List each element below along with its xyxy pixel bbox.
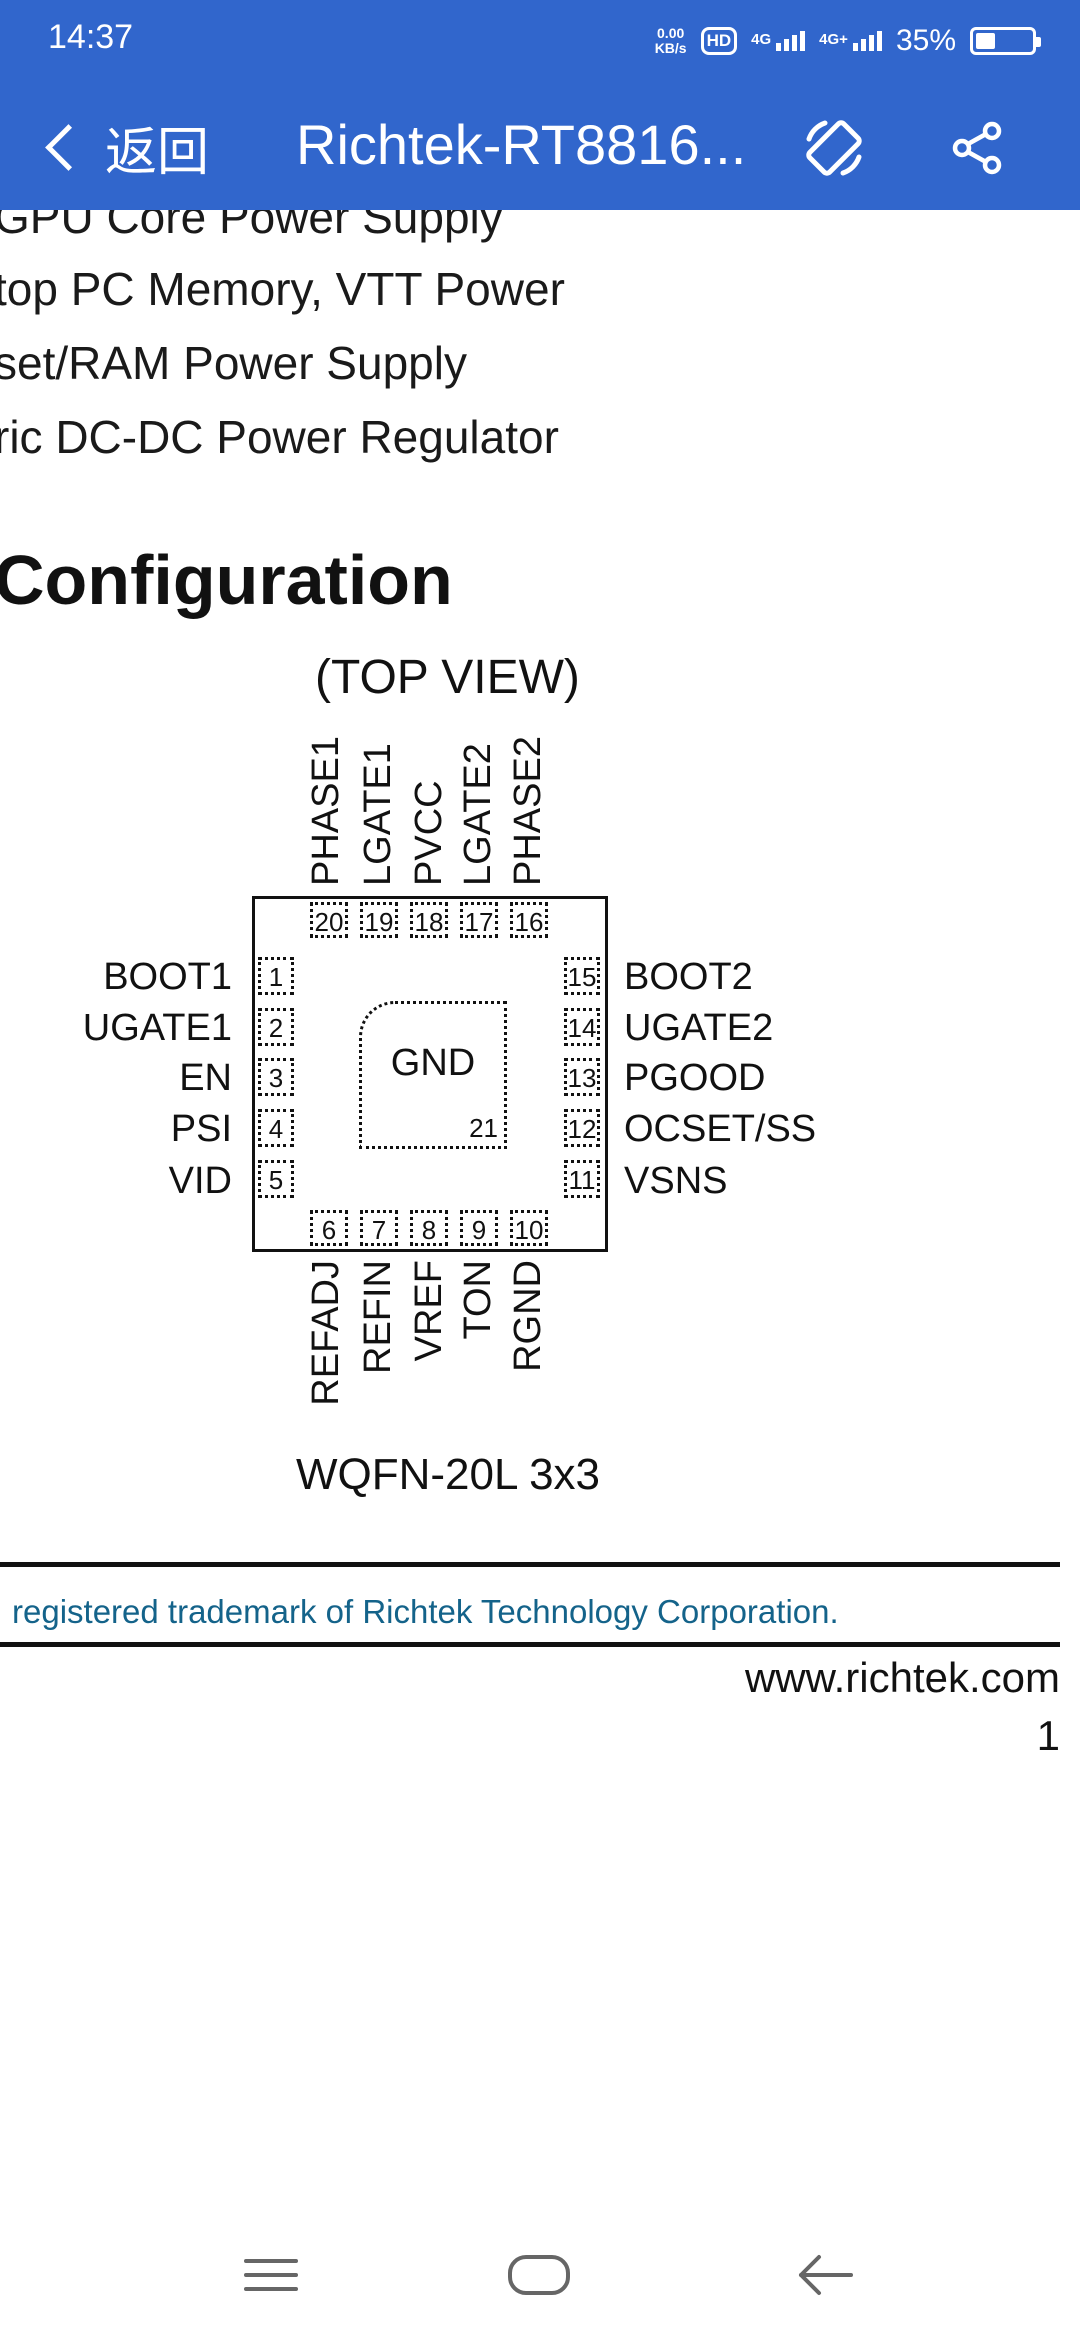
- pin-label-right: UGATE2: [624, 1007, 774, 1049]
- menu-icon: [244, 2259, 298, 2291]
- pin-label-bottom: VREF: [408, 1260, 450, 1362]
- system-back-button[interactable]: [780, 2240, 870, 2310]
- pin-label-right: VSNS: [624, 1160, 728, 1202]
- pin-label-bottom: REFADJ: [305, 1260, 347, 1406]
- back-button[interactable]: 返回: [38, 114, 209, 182]
- application-line: GPU Core Power Supply: [0, 210, 503, 243]
- screen-rotation-button[interactable]: [800, 114, 868, 182]
- battery-icon: [970, 27, 1041, 55]
- home-icon: [508, 2255, 570, 2295]
- signal-label-sim2: 4G+: [819, 31, 848, 48]
- screen-rotation-icon: [806, 120, 862, 176]
- network-speed-unit: KB/s: [654, 40, 687, 56]
- pin-pad: 3: [258, 1058, 294, 1096]
- top-view-label: (TOP VIEW): [315, 651, 580, 704]
- application-line: ric DC-DC Power Regulator: [0, 411, 559, 463]
- network-speed-value: 0.00: [657, 25, 685, 41]
- pin-label-left: EN: [179, 1057, 232, 1099]
- recent-apps-button[interactable]: [226, 2240, 316, 2310]
- gnd-pin-number: 21: [469, 1113, 498, 1143]
- home-button[interactable]: [494, 2240, 584, 2310]
- pin-pad: 16: [510, 902, 548, 938]
- document-title: Richtek-RT8816...: [296, 113, 747, 176]
- signal-icon-sim2: 4G+: [819, 31, 882, 51]
- status-icons: 0.00 KB/s HD 4G 4G+ 35%: [655, 18, 1041, 64]
- section-title: Configuration: [0, 541, 453, 619]
- app-bar: 返回 Richtek-RT8816...: [0, 84, 1080, 210]
- pin-pad: 17: [460, 902, 498, 938]
- pin-label-right: BOOT2: [624, 956, 753, 998]
- status-time: 14:37: [48, 18, 134, 56]
- share-icon: [952, 121, 1002, 175]
- pin-label-left: BOOT1: [103, 956, 232, 998]
- pin-pad: 9: [460, 1210, 498, 1246]
- pin-pad: 13: [564, 1058, 600, 1096]
- back-arrow-icon: [799, 2255, 853, 2295]
- signal-label-sim1: 4G: [751, 31, 772, 48]
- pin-label-bottom: TON: [457, 1260, 499, 1340]
- pin-label-left: VID: [168, 1160, 232, 1202]
- chevron-left-icon: [45, 123, 92, 171]
- hd-voice-icon: HD: [700, 27, 738, 55]
- chip-package-outline: 20 19 18 17 16 1 2 3 4 5 15 14 13 12 11 …: [252, 896, 608, 1252]
- signal-icon-sim1: 4G: [751, 31, 806, 51]
- pin-label-top: PHASE2: [507, 736, 549, 886]
- divider-rule: [0, 1562, 1060, 1567]
- pin-label-right: PGOOD: [624, 1057, 766, 1099]
- pin-label-top: PHASE1: [305, 736, 347, 886]
- pin-pad: 10: [510, 1210, 548, 1246]
- pin-pad: 2: [258, 1008, 294, 1046]
- pin-pad: 15: [564, 957, 600, 995]
- pin-label-left: UGATE1: [82, 1007, 232, 1049]
- website-footer: www.richtek.com: [744, 1654, 1060, 1701]
- share-button[interactable]: [944, 114, 1012, 182]
- pdf-page-view[interactable]: GPU Core Power Supply top PC Memory, VTT…: [0, 210, 1080, 2210]
- pin-pad: 11: [564, 1160, 600, 1198]
- battery-level-fill: [976, 33, 995, 49]
- pin-pad: 4: [258, 1109, 294, 1147]
- pin-pad: 6: [310, 1210, 348, 1246]
- pin-pad: 20: [310, 902, 348, 938]
- network-speed: 0.00 KB/s: [655, 26, 687, 56]
- application-line: set/RAM Power Supply: [0, 337, 467, 389]
- pin-pad: 18: [410, 902, 448, 938]
- pin-label-top: LGATE1: [357, 743, 399, 886]
- back-label: 返回: [105, 123, 210, 182]
- pin-pad: 5: [258, 1160, 294, 1198]
- pin-pad: 19: [360, 902, 398, 938]
- pin-label-right: OCSET/SS: [624, 1108, 817, 1150]
- pin-pad: 1: [258, 957, 294, 995]
- divider-rule: [0, 1642, 1060, 1647]
- pin-pad: 14: [564, 1008, 600, 1046]
- status-bar: 14:37 0.00 KB/s HD 4G 4G+ 35%: [0, 0, 1080, 84]
- pin-label-top: LGATE2: [457, 743, 499, 886]
- pin-pad: 12: [564, 1109, 600, 1147]
- pin-label-top: PVCC: [408, 780, 450, 886]
- pin-label-bottom: REFIN: [357, 1260, 399, 1374]
- pin-pad: 8: [410, 1210, 448, 1246]
- gnd-label: GND: [390, 1042, 476, 1084]
- pin-pad: 7: [360, 1210, 398, 1246]
- package-label: WQFN-20L 3x3: [296, 1450, 601, 1499]
- battery-percent: 35%: [895, 24, 956, 57]
- page-number: 1: [1036, 1712, 1060, 1759]
- application-line: top PC Memory, VTT Power: [0, 263, 565, 315]
- gnd-exposed-pad: GND 21: [359, 1001, 507, 1149]
- system-nav-bar: [0, 2210, 1080, 2340]
- trademark-notice: registered trademark of Richtek Technolo…: [12, 1593, 839, 1630]
- pin-label-left: PSI: [170, 1108, 232, 1150]
- pin-label-bottom: RGND: [507, 1260, 549, 1372]
